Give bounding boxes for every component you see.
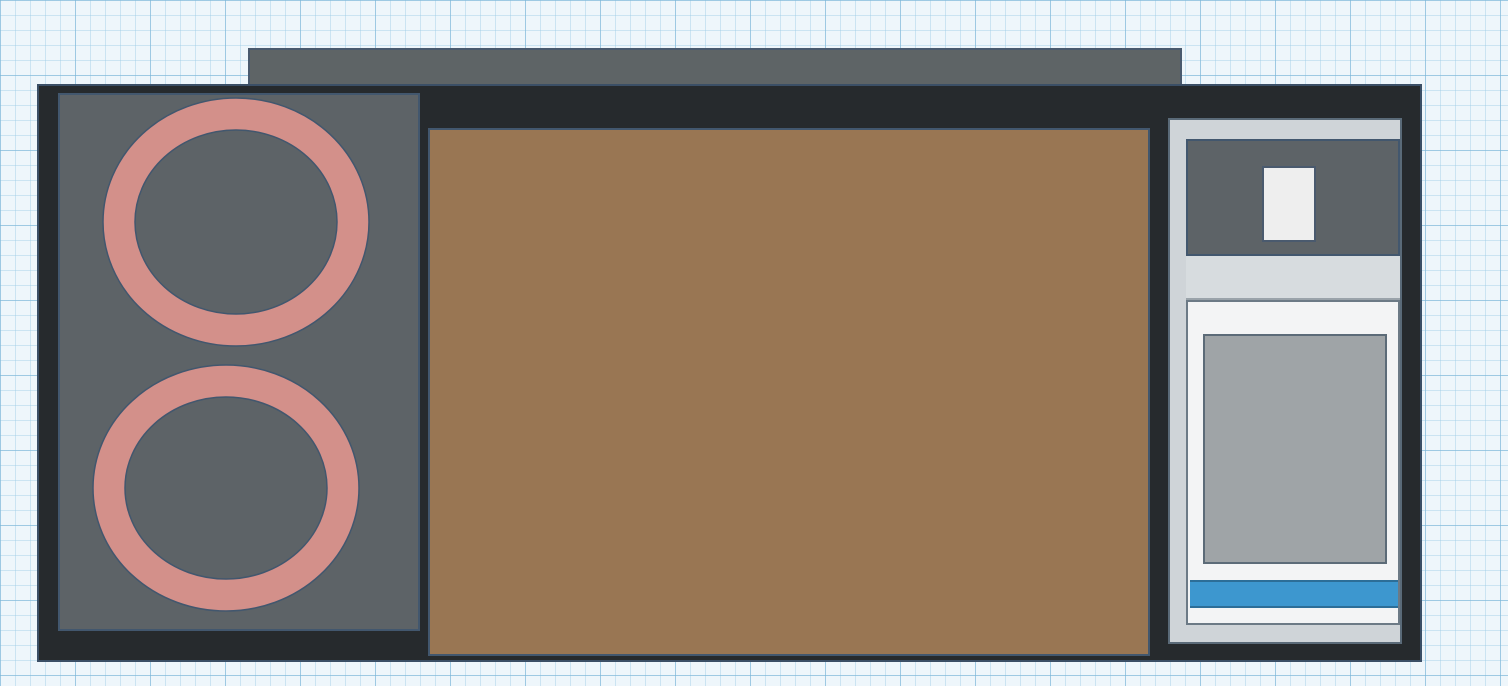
wood-countertop xyxy=(428,128,1150,656)
burner-ring-icon xyxy=(103,98,369,346)
fridge-label-plate xyxy=(1262,166,1316,242)
fridge-window xyxy=(1203,334,1387,564)
fridge-handle-stripe xyxy=(1190,580,1398,608)
burner-ring-icon xyxy=(93,365,359,611)
burner-top xyxy=(102,97,370,347)
fridge-mid-band xyxy=(1186,256,1400,300)
burner-bottom xyxy=(92,364,360,612)
